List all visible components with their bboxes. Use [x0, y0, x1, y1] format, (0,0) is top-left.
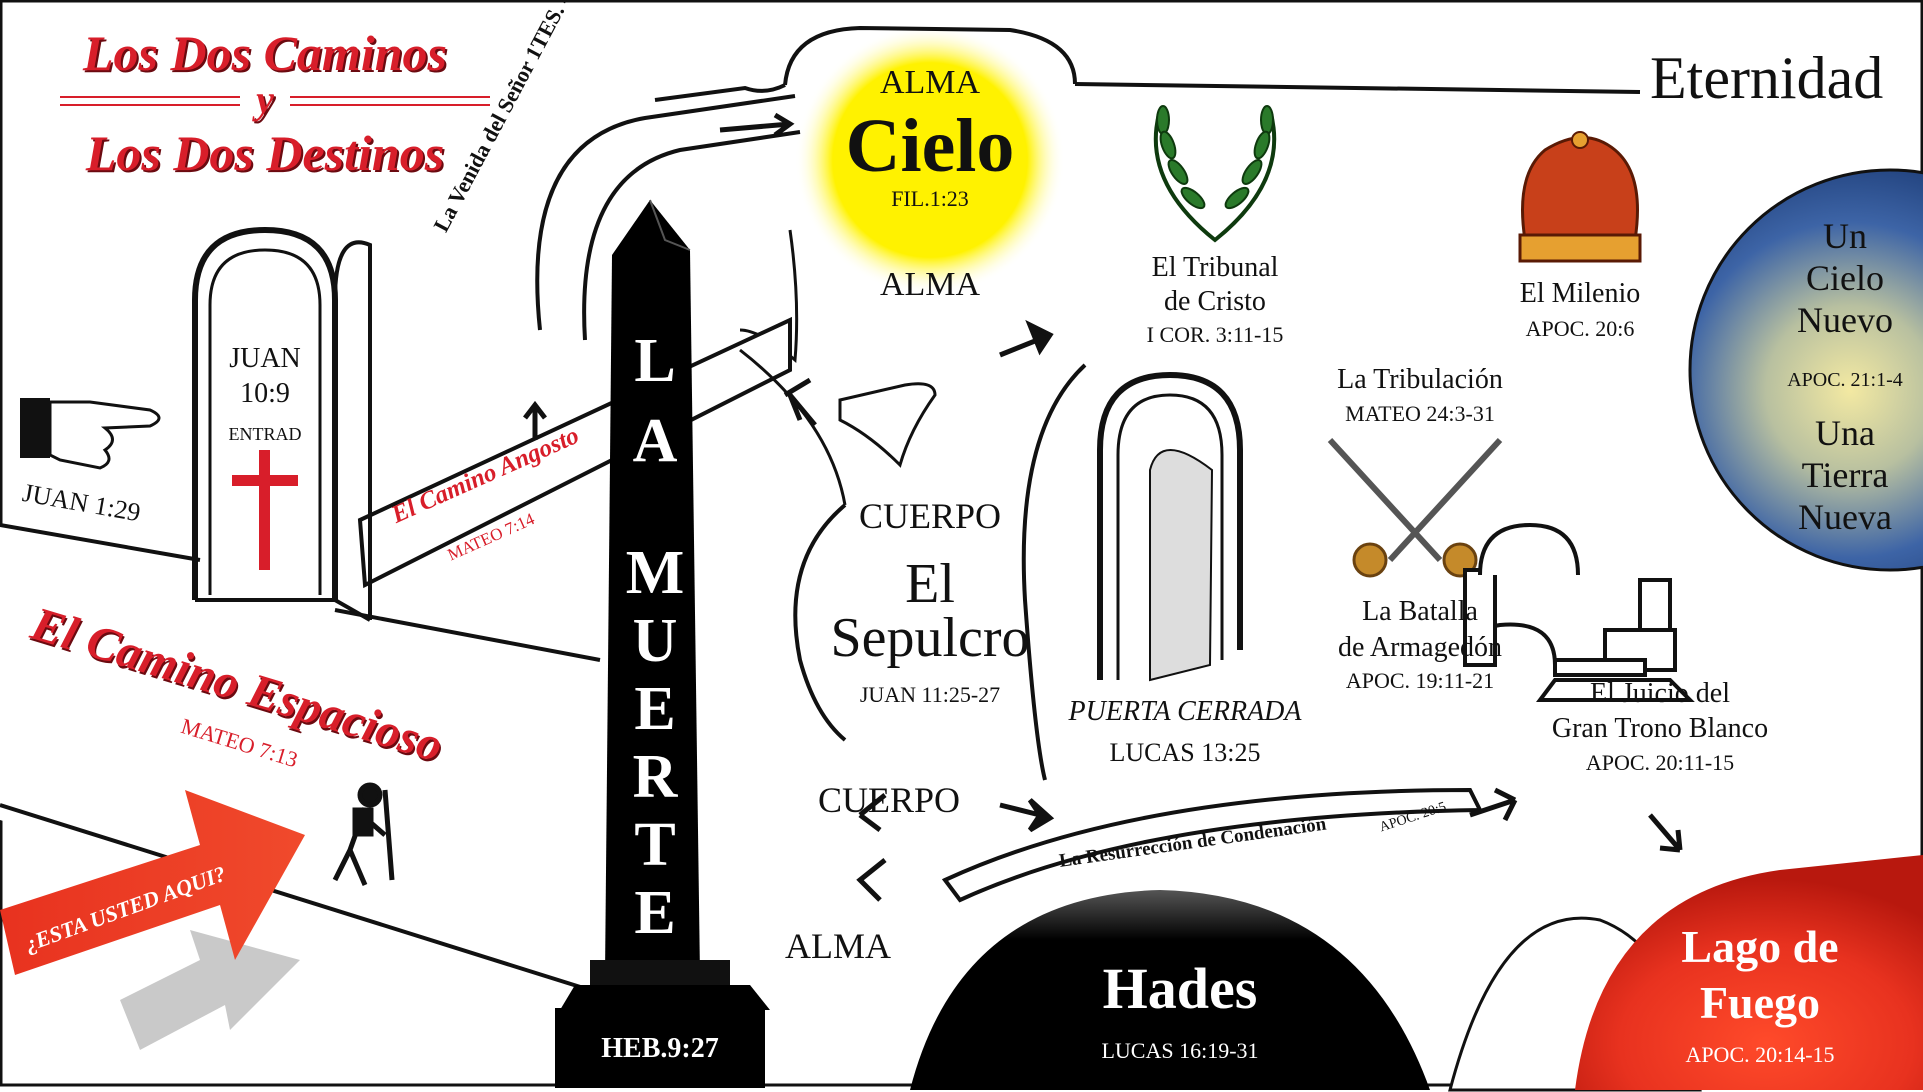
- pointing-hand-icon: [20, 398, 161, 470]
- direction-arrows: [523, 112, 1683, 902]
- judgment-seat-line-2: de Cristo: [1164, 286, 1266, 317]
- closed-door-label: PUERTA CERRADA: [1068, 696, 1302, 727]
- new-earth-line-3: Nueva: [1798, 497, 1892, 537]
- death-letter: E: [634, 879, 676, 947]
- new-heaven-line-3: Nuevo: [1797, 300, 1893, 340]
- eternity-label: Eternidad: [1650, 45, 1884, 111]
- narrow-way-band: [357, 316, 792, 589]
- death-letters: L A M U E R T E: [610, 330, 700, 944]
- you-are-here-arrow: [0, 790, 305, 975]
- new-heaven-line-2: Cielo: [1806, 258, 1884, 298]
- white-throne-line-2: Gran Trono Blanco: [1551, 713, 1769, 744]
- new-earth-line-1: Una: [1815, 413, 1875, 453]
- door-ref-1: JUAN: [229, 343, 301, 374]
- white-throne-line-1: El Juicio del: [1590, 678, 1730, 709]
- heaven-title: Cielo: [845, 104, 1015, 188]
- tribulation-label: La Tribulación: [1337, 364, 1503, 395]
- armageddon-line-2: de Armagedón: [1337, 632, 1503, 663]
- hades-label: Hades: [1102, 956, 1258, 1021]
- judgment-seat-ref: I COR. 3:11-15: [1146, 322, 1284, 347]
- gate-arch: [192, 226, 372, 622]
- shadow-arrow: [120, 930, 300, 1050]
- new-heaven-line-1: Un: [1823, 216, 1867, 256]
- grave-body-top: CUERPO: [858, 496, 1002, 536]
- new-heaven-ref: APOC. 21:1-4: [1787, 369, 1903, 391]
- millennium-label: El Milenio: [1519, 278, 1641, 309]
- death-letter: E: [634, 675, 676, 743]
- death-letter: A: [632, 407, 678, 475]
- grave-title-2: Sepulcro: [830, 607, 1030, 669]
- armageddon-ref: APOC. 19:11-21: [1345, 668, 1495, 693]
- title-line-2: y: [256, 77, 274, 122]
- death-letter: T: [634, 811, 676, 879]
- new-earth-globe: [1688, 168, 1923, 572]
- lake-of-fire-ref: APOC. 20:14-15: [1685, 1042, 1835, 1067]
- cross-vertical: [259, 450, 270, 570]
- rapture-path: [535, 94, 796, 331]
- paper-shard: [838, 382, 937, 468]
- lake-of-fire-line-1: Lago de: [1681, 921, 1839, 972]
- grave-ref: JUAN 11:25-27: [859, 682, 1001, 707]
- title-line-3: Los Dos Destinos: [85, 125, 445, 181]
- heaven-ref: FIL.1:23: [891, 186, 969, 211]
- heaven-outline: [783, 25, 1077, 86]
- closed-door-ref: LUCAS 13:25: [1109, 738, 1261, 767]
- death-letter: R: [632, 743, 678, 811]
- death-letter: M: [625, 539, 685, 607]
- lake-of-fire: [1575, 855, 1923, 1090]
- laurel-wreath-icon: [1153, 105, 1277, 243]
- closed-door: [1097, 371, 1243, 682]
- grave-left-curve: [793, 503, 847, 742]
- grave-title-1: El: [905, 553, 955, 615]
- eternity-line: [1074, 82, 1641, 94]
- death-letter: L: [634, 327, 676, 395]
- judgment-seat-line-1: El Tribunal: [1151, 252, 1279, 283]
- white-throne-ref: APOC. 20:11-15: [1585, 750, 1735, 775]
- broad-way-road: [0, 525, 605, 1000]
- hades-ref: LUCAS 16:19-31: [1101, 1038, 1259, 1063]
- heaven-soul-bottom: ALMA: [879, 266, 981, 303]
- crossed-swords-icon: [1327, 437, 1503, 578]
- title-rule-left: [60, 96, 240, 106]
- crown-icon: [1518, 131, 1642, 263]
- heaven-sun: [795, 25, 1065, 295]
- death-obelisk: [555, 199, 770, 1088]
- title-rule-right: [290, 96, 490, 106]
- grave-body-bottom: CUERPO: [818, 780, 961, 820]
- lake-of-fire-line-2: Fuego: [1699, 977, 1821, 1028]
- hades-mound: [910, 890, 1430, 1090]
- new-earth-line-2: Tierra: [1801, 455, 1889, 495]
- title-line-1: Los Dos Caminos: [83, 25, 447, 81]
- death-ref: HEB.9:27: [601, 1033, 719, 1064]
- door-ref-2: 10:9: [240, 378, 290, 409]
- heaven-soul-top: ALMA: [879, 64, 981, 101]
- cross-horizontal: [232, 475, 298, 486]
- hiker-icon: [332, 782, 395, 886]
- millennium-ref: APOC. 20:6: [1525, 316, 1635, 341]
- grave-soul-bottom: ALMA: [785, 926, 891, 966]
- door-enter-label: ENTRAD: [228, 424, 302, 444]
- death-letter: U: [632, 607, 678, 675]
- white-throne-icon: [1463, 522, 1695, 702]
- armageddon-line-1: La Batalla: [1362, 596, 1478, 627]
- tribulation-ref: MATEO 24:3-31: [1345, 401, 1495, 426]
